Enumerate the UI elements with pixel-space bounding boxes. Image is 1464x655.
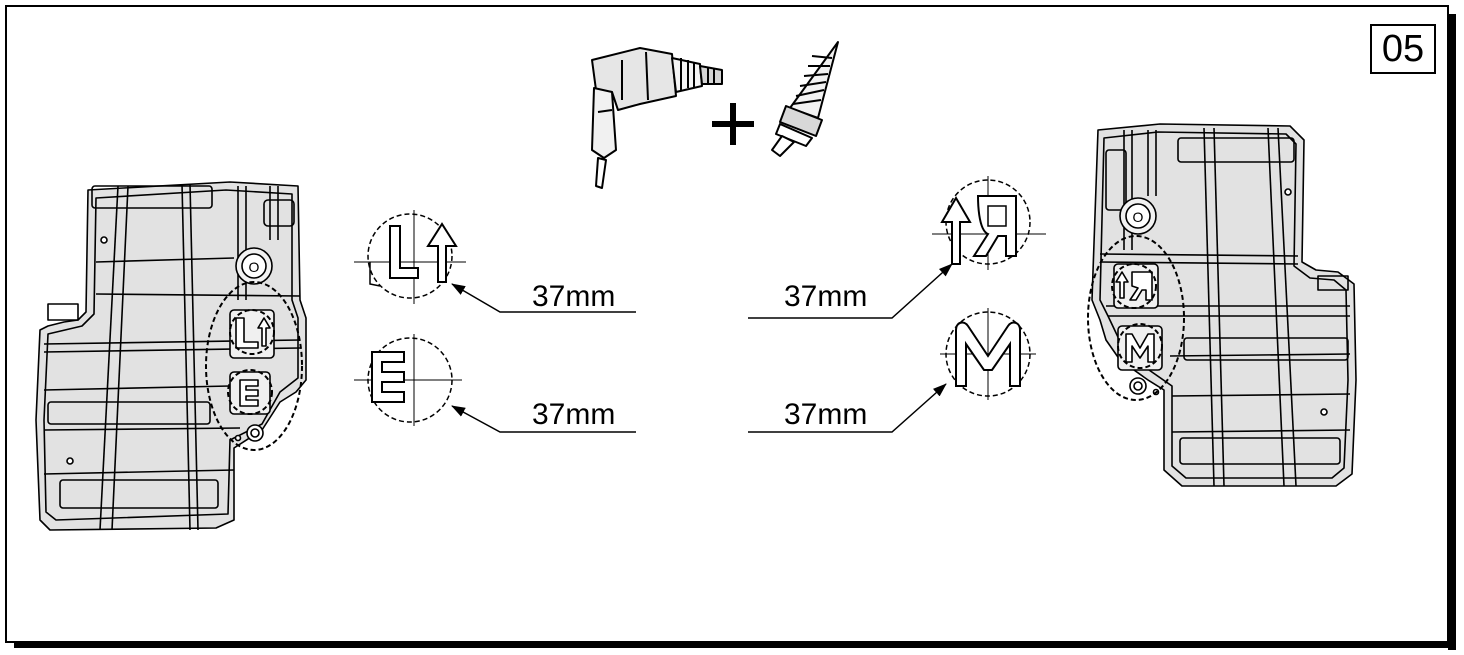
leader-lines [451, 263, 953, 433]
step-drill-bit-icon [771, 41, 839, 157]
dimension-label-left-lower: 37mm [532, 398, 616, 431]
dimension-label-right-lower: 37mm [784, 398, 868, 431]
frame-shadow-right [1448, 14, 1456, 650]
left-marking-highlight [205, 281, 303, 451]
svg-text:O: O [249, 259, 260, 275]
right-part-outline: O [1091, 123, 1357, 487]
mark-arrow-up-right [940, 196, 972, 265]
detail-callout-left-upper [354, 210, 466, 304]
plus-icon [712, 103, 754, 145]
right-marking-highlight [1087, 235, 1185, 401]
mark-letter-m [955, 321, 1021, 387]
detail-callout-left-lower [354, 334, 462, 426]
detail-callout-right-lower [940, 308, 1036, 400]
dimension-label-right-upper: 37mm [784, 280, 868, 313]
svg-text:O: O [1133, 209, 1144, 225]
mark-letter-e [371, 351, 405, 403]
mark-arrow-up [426, 222, 458, 283]
dimension-label-left-upper: 37mm [532, 280, 616, 313]
frame-shadow-bottom [14, 640, 1456, 648]
step-number-badge: 05 [1370, 24, 1436, 74]
drill-icon [591, 47, 723, 189]
mark-letter-l [389, 225, 419, 279]
detail-callout-right-upper [932, 176, 1046, 270]
